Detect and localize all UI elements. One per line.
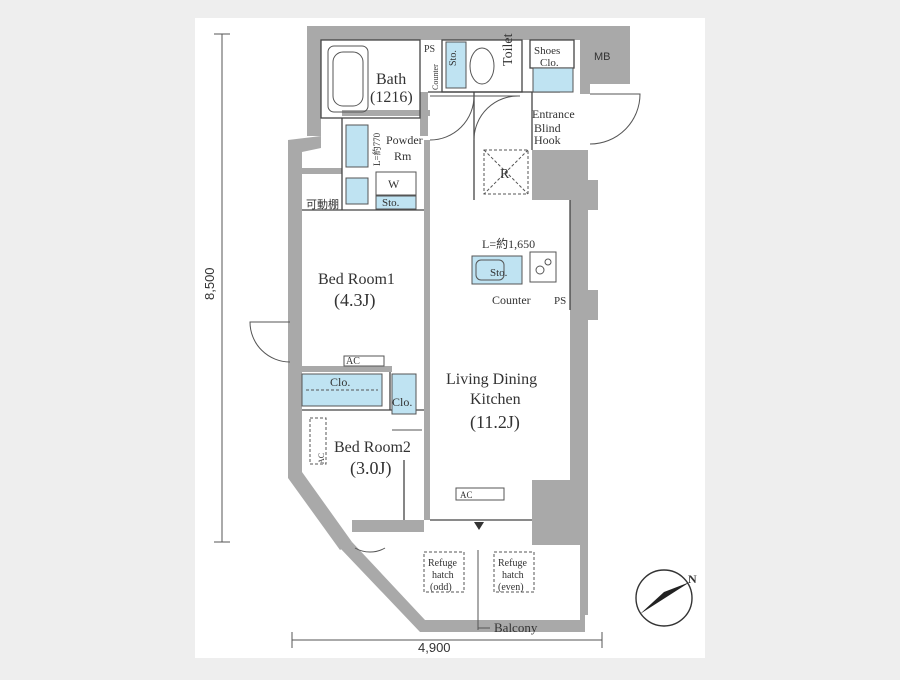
kitchen-sto-label: Sto. (490, 267, 508, 279)
bath-label: Bath (376, 71, 406, 88)
refuge-hatches (423, 522, 535, 630)
powder-label: Powder (386, 133, 423, 147)
shoes-label: Shoes (534, 45, 560, 57)
walls (288, 26, 630, 632)
ldk-label: Living Dining (446, 371, 537, 388)
ps-kitchen-label: PS (554, 295, 566, 307)
toilet-label: Toilet (501, 33, 516, 66)
washer-sto-label: Sto. (382, 197, 400, 209)
plan-sheet (195, 18, 705, 658)
room-labels: Bath (1216) PS Sto. Counter Toilet Shoes… (202, 33, 611, 655)
refuge-even-label: Refuge (498, 558, 527, 569)
refuge-even-type-label: (even) (498, 582, 524, 593)
clo2-label: Clo. (392, 395, 412, 409)
ac-bed2-label: AC (317, 453, 326, 464)
bedroom2-label: Bed Room2 (334, 439, 411, 456)
bedroom1-label: Bed Room1 (318, 271, 395, 288)
hook-label: Hook (534, 133, 561, 147)
refuge-even-hatch-label: hatch (502, 570, 524, 581)
washer-label: W (388, 177, 400, 191)
sto-top-label: Sto. (448, 50, 459, 66)
ldk-size-label: (11.2J) (470, 412, 520, 433)
counter-top-label: Counter (431, 64, 440, 90)
refuge-odd-type-label: (odd) (430, 582, 452, 593)
refrigerator-label: R (500, 167, 510, 182)
ldk-kitchen-label: Kitchen (470, 391, 521, 408)
shoes-clo-label: Clo. (540, 57, 559, 69)
entrance-label: Entrance (532, 107, 575, 121)
compass-north-label: N (688, 572, 697, 586)
mb-label: MB (594, 51, 611, 63)
ac-ldk-label: AC (460, 490, 473, 500)
dimension-lines (214, 33, 603, 648)
kitchen-length-label: L=約1,650 (482, 236, 535, 251)
bedroom2-size-label: (3.0J) (350, 458, 392, 479)
ps-top-label: PS (424, 44, 435, 55)
balcony-label: Balcony (494, 620, 538, 635)
blind-label: Blind (534, 121, 561, 135)
kadodana-label: 可動棚 (306, 197, 339, 211)
powder-length-label: L=約770 (371, 132, 382, 166)
refuge-odd-label: Refuge (428, 558, 457, 569)
bedroom1-size-label: (4.3J) (334, 290, 376, 311)
refuge-odd-hatch-label: hatch (432, 570, 454, 581)
ac1-label: AC (346, 356, 360, 367)
powder-rm-label: Rm (394, 149, 412, 163)
clo1-label: Clo. (330, 375, 350, 389)
counter-label: Counter (492, 293, 531, 307)
bath-size-label: (1216) (370, 89, 413, 106)
width-dimension-label: 4,900 (418, 640, 451, 655)
height-dimension-label: 8,500 (202, 267, 217, 300)
north-compass: N (635, 569, 697, 627)
doors (249, 93, 641, 553)
storage-fixtures (301, 41, 574, 501)
